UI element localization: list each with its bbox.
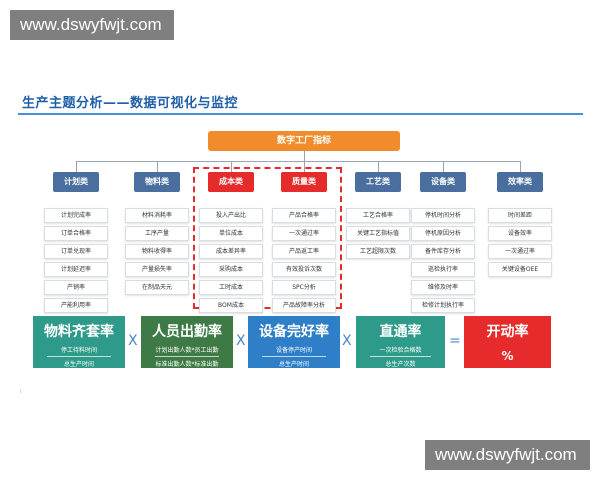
page-mark: ı xyxy=(20,388,22,395)
kpi-material-kitting: 物料齐套率 停工待料时间 总生产时间 xyxy=(33,316,125,368)
kpi-numerator: 停工待料时间 xyxy=(60,347,97,354)
list-item: 工时成本 xyxy=(199,280,263,295)
category-process: 工艺类 xyxy=(355,172,401,192)
list-item: 巡检执行率 xyxy=(411,262,475,277)
fraction-line xyxy=(262,356,326,357)
kpi-attendance: 人员出勤率 计划出勤人数*员工出勤 标准出勤人数*标准出勤 xyxy=(141,316,233,368)
fraction-line xyxy=(155,356,219,357)
list-item: 订单兑现率 xyxy=(44,244,108,259)
kpi-value: % xyxy=(501,349,514,363)
kpi-title: 直通率 xyxy=(379,324,422,340)
list-item: 订单合格率 xyxy=(44,226,108,241)
list-item: 计划完成率 xyxy=(44,208,108,223)
list-item: 物料收得率 xyxy=(125,244,189,259)
category-plan: 计划类 xyxy=(53,172,99,192)
list-item: SPC分析 xyxy=(272,280,336,295)
kpi-numerator: 计划出勤人数*员工出勤 xyxy=(155,347,219,354)
watermark-bottom: www.dswyfwjt.com xyxy=(425,440,590,470)
list-item: 工艺合格率 xyxy=(346,208,410,223)
list-item: 停机原因分析 xyxy=(411,226,475,241)
column-material: 材料消耗率 工序产量 物料收得率 产量损失率 在制品天元 xyxy=(125,208,189,298)
title-divider xyxy=(18,113,583,115)
multiply-operator: X xyxy=(342,333,352,349)
category-bus xyxy=(76,161,520,162)
list-item: 时间差距 xyxy=(488,208,552,223)
fraction-line xyxy=(47,356,111,357)
kpi-denominator: 总生产时间 xyxy=(63,361,94,368)
category-efficiency: 效率类 xyxy=(497,172,543,192)
list-item: 采购成本 xyxy=(199,262,263,277)
cat-connector xyxy=(520,161,521,172)
list-item: 有效投诉次数 xyxy=(272,262,336,277)
list-item: 产销率 xyxy=(44,280,108,295)
equals-operator: = xyxy=(449,333,461,349)
kpi-title: 设备完好率 xyxy=(259,324,329,340)
list-item: 投入产出比 xyxy=(199,208,263,223)
kpi-equipment-integrity: 设备完好率 设备停产时间 总生产时间 xyxy=(248,316,340,368)
list-item: 在制品天元 xyxy=(125,280,189,295)
list-item: 设备效率 xyxy=(488,226,552,241)
highlight-frame xyxy=(193,167,342,309)
list-item: 关键工艺指标值 xyxy=(346,226,410,241)
root-node: 数字工厂指标 xyxy=(208,131,400,151)
watermark-top: www.dswyfwjt.com xyxy=(10,10,174,40)
column-process: 工艺合格率 关键工艺指标值 工艺超限次数 xyxy=(346,208,410,262)
kpi-utilization: 开动率 % xyxy=(464,316,551,368)
kpi-numerator: 一次检验合格数 xyxy=(379,347,422,354)
kpi-title: 开动率 xyxy=(486,324,529,340)
root-connector xyxy=(304,151,305,161)
list-item: 工序产量 xyxy=(125,226,189,241)
fraction-line xyxy=(370,356,431,357)
list-item: 停机时间分析 xyxy=(411,208,475,223)
kpi-denominator: 总生产次数 xyxy=(385,361,416,368)
list-item: 产品返工率 xyxy=(272,244,336,259)
list-item: 关键设备OEE xyxy=(488,262,552,277)
kpi-numerator: 设备停产时间 xyxy=(275,347,312,354)
kpi-first-pass-yield: 直通率 一次检验合格数 总生产次数 xyxy=(356,316,445,368)
kpi-title: 物料齐套率 xyxy=(44,324,114,340)
list-item: 一次通过率 xyxy=(488,244,552,259)
list-item: BOM成本 xyxy=(199,298,263,313)
list-item: 计划延迟率 xyxy=(44,262,108,277)
cat-connector xyxy=(443,161,444,172)
list-item: 材料消耗率 xyxy=(125,208,189,223)
column-cost: 投入产出比 单位成本 成本差异率 采购成本 工时成本 BOM成本 xyxy=(199,208,263,316)
category-cost: 成本类 xyxy=(208,172,254,192)
list-item: 工艺超限次数 xyxy=(346,244,410,259)
list-item: 产能利用率 xyxy=(44,298,108,313)
multiply-operator: X xyxy=(128,333,138,349)
cat-connector xyxy=(157,161,158,172)
kpi-denominator: 标准出勤人数*标准出勤 xyxy=(155,361,219,368)
column-efficiency: 时间差距 设备效率 一次通过率 关键设备OEE xyxy=(488,208,552,280)
kpi-title: 人员出勤率 xyxy=(152,324,222,340)
list-item: 一次通过率 xyxy=(272,226,336,241)
column-equipment: 停机时间分析 停机原因分析 备件库存分析 巡检执行率 维修及时率 检修计划执行率 xyxy=(411,208,475,316)
column-quality: 产品合格率 一次通过率 产品返工率 有效投诉次数 SPC分析 产品故障率分析 xyxy=(272,208,336,316)
list-item: 成本差异率 xyxy=(199,244,263,259)
category-material: 物料类 xyxy=(134,172,180,192)
list-item: 维修及时率 xyxy=(411,280,475,295)
list-item: 产品合格率 xyxy=(272,208,336,223)
list-item: 单位成本 xyxy=(199,226,263,241)
cat-connector xyxy=(378,161,379,172)
list-item: 检修计划执行率 xyxy=(411,298,475,313)
kpi-denominator: 总生产时间 xyxy=(278,361,309,368)
category-quality: 质量类 xyxy=(281,172,327,192)
page-title: 生产主题分析——数据可视化与监控 xyxy=(22,96,239,111)
cat-connector xyxy=(231,161,232,172)
multiply-operator: X xyxy=(236,333,246,349)
category-equipment: 设备类 xyxy=(420,172,466,192)
column-plan: 计划完成率 订单合格率 订单兑现率 计划延迟率 产销率 产能利用率 xyxy=(44,208,108,316)
cat-connector xyxy=(304,161,305,172)
list-item: 备件库存分析 xyxy=(411,244,475,259)
list-item: 产量损失率 xyxy=(125,262,189,277)
cat-connector xyxy=(76,161,77,172)
list-item: 产品故障率分析 xyxy=(272,298,336,313)
